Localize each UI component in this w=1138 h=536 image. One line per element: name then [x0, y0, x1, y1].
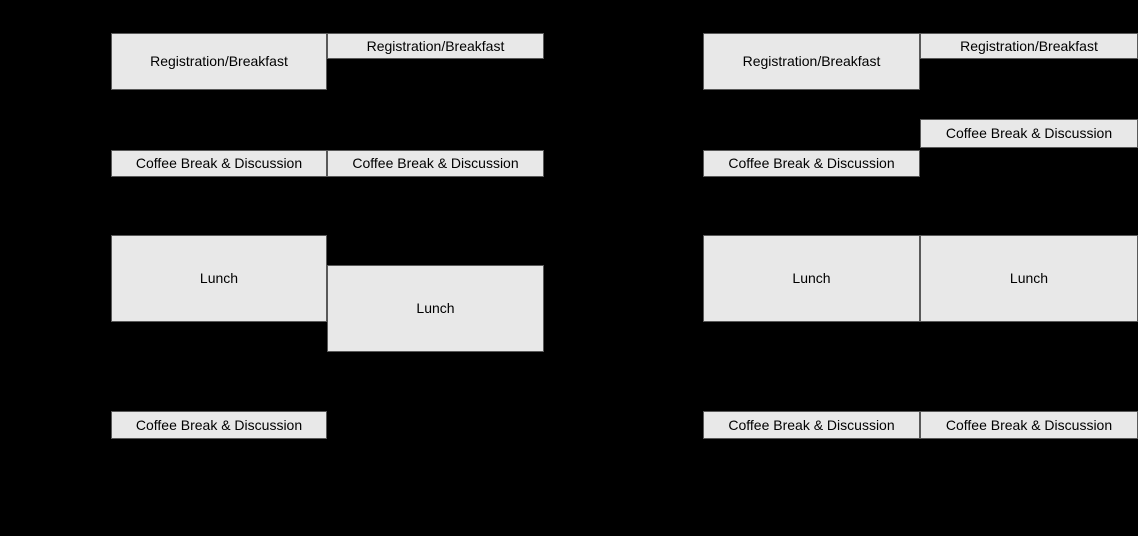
schedule-block: Registration/Breakfast: [920, 33, 1138, 59]
schedule-block-label: Lunch: [1009, 270, 1049, 287]
schedule-block: Lunch: [703, 235, 920, 322]
schedule-block: Registration/Breakfast: [111, 33, 327, 90]
schedule-block-label: Coffee Break & Discussion: [352, 155, 519, 172]
schedule-block: Coffee Break & Discussion: [111, 411, 327, 439]
schedule-block-label: Registration/Breakfast: [960, 37, 1098, 54]
schedule-block-label: Lunch: [792, 270, 831, 287]
schedule-block-label: Registration/Breakfast: [742, 53, 881, 70]
schedule-block-label: Coffee Break & Discussion: [135, 416, 303, 433]
schedule-block-label: Lunch: [416, 300, 455, 317]
schedule-block: Lunch: [920, 235, 1138, 322]
schedule-block-label: Registration/Breakfast: [366, 37, 505, 54]
schedule-block: Coffee Break & Discussion: [703, 411, 920, 439]
schedule-block-label: Registration/Breakfast: [150, 53, 288, 70]
schedule-block-label: Coffee Break & Discussion: [728, 416, 895, 433]
schedule-block: Coffee Break & Discussion: [327, 150, 544, 177]
schedule-block-label: Coffee Break & Discussion: [945, 416, 1113, 433]
schedule-block-label: Coffee Break & Discussion: [728, 155, 895, 172]
schedule-block: Coffee Break & Discussion: [920, 411, 1138, 439]
schedule-block: Coffee Break & Discussion: [920, 119, 1138, 148]
schedule-block: Registration/Breakfast: [327, 33, 544, 59]
schedule-block: Registration/Breakfast: [703, 33, 920, 90]
schedule-block: Coffee Break & Discussion: [111, 150, 327, 177]
schedule-block: Coffee Break & Discussion: [703, 150, 920, 177]
schedule-block-label: Lunch: [199, 270, 239, 287]
schedule-block: Lunch: [111, 235, 327, 322]
schedule-block: Lunch: [327, 265, 544, 352]
schedule-block-label: Coffee Break & Discussion: [945, 125, 1113, 142]
schedule-block-label: Coffee Break & Discussion: [135, 155, 303, 172]
